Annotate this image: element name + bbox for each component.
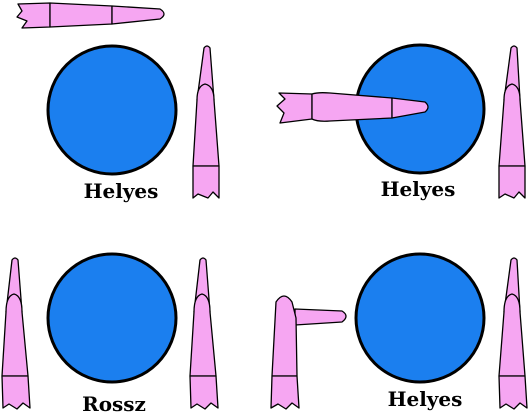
panel-1-caption: Helyes xyxy=(83,179,159,203)
finger-icon xyxy=(498,257,528,410)
panel-2-caption: Helyes xyxy=(380,177,456,201)
ball-icon xyxy=(354,252,486,384)
finger-icon xyxy=(270,295,347,410)
finger-icon xyxy=(276,92,429,124)
panel-4-caption: Helyes xyxy=(387,387,463,411)
finger-icon xyxy=(498,45,526,199)
ball-icon xyxy=(46,252,178,384)
ball-icon xyxy=(46,44,178,176)
panel-4 xyxy=(270,252,528,410)
panel-2 xyxy=(276,43,526,199)
finger-icon xyxy=(192,45,220,199)
finger-icon xyxy=(189,257,219,410)
finger-icon xyxy=(16,2,165,29)
panel-3-caption: Rossz xyxy=(82,392,146,413)
panel-3 xyxy=(1,252,219,410)
finger-icon xyxy=(1,257,31,410)
panel-1 xyxy=(16,2,220,199)
